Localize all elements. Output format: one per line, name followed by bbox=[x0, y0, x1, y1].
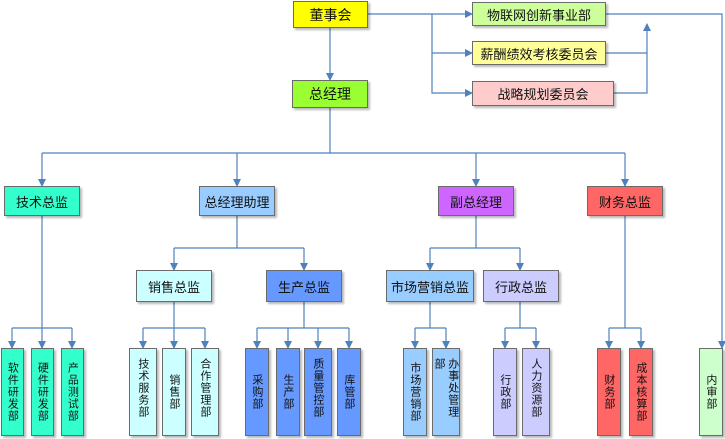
gm-assistant-node: 总经理助理 bbox=[199, 186, 275, 216]
internal-audit-node: 内审部 bbox=[699, 348, 723, 436]
finance-dept-node: 财务部 bbox=[597, 348, 621, 436]
sales-director-node: 销售总监 bbox=[136, 270, 212, 302]
board-node: 董事会 bbox=[293, 1, 368, 28]
coop-mgmt-node: 合作管理部 bbox=[191, 348, 219, 436]
finance-director-node: 财务总监 bbox=[587, 186, 663, 216]
admin-director-node: 行政总监 bbox=[483, 270, 559, 302]
production-dept-node: 生产部 bbox=[276, 348, 300, 436]
sales-dept-node: 销售部 bbox=[162, 348, 186, 436]
software-rd-node: 软件研发部 bbox=[1, 348, 24, 436]
warehouse-dept-node: 库管部 bbox=[337, 348, 361, 436]
cost-accounting-node: 成本核算部 bbox=[629, 348, 653, 436]
production-director-node: 生产总监 bbox=[266, 270, 342, 302]
tech-service-node: 技术服务部 bbox=[129, 348, 157, 436]
vice-gm-node: 副总经理 bbox=[438, 186, 514, 216]
office-mgmt-node: 办事处管理部 bbox=[432, 348, 460, 436]
salary-committee-node: 薪酬绩效考核委员会 bbox=[472, 41, 606, 65]
marketing-director-node: 市场营销总监 bbox=[386, 270, 474, 302]
purchase-dept-node: 采购部 bbox=[245, 348, 269, 436]
admin-dept-node: 行政部 bbox=[493, 348, 517, 436]
hr-dept-node: 人力资源部 bbox=[522, 348, 550, 436]
general-manager-node: 总经理 bbox=[292, 80, 368, 108]
product-test-node: 产品测试部 bbox=[61, 348, 84, 436]
quality-control-node: 质量管控部 bbox=[304, 348, 332, 436]
iot-division-node: 物联网创新事业部 bbox=[472, 2, 606, 26]
marketing-dept-node: 市场营销部 bbox=[403, 348, 427, 436]
strategy-committee-node: 战略规划委员会 bbox=[472, 81, 614, 106]
tech-director-node: 技术总监 bbox=[4, 186, 80, 216]
hardware-rd-node: 硬件研发部 bbox=[31, 348, 54, 436]
